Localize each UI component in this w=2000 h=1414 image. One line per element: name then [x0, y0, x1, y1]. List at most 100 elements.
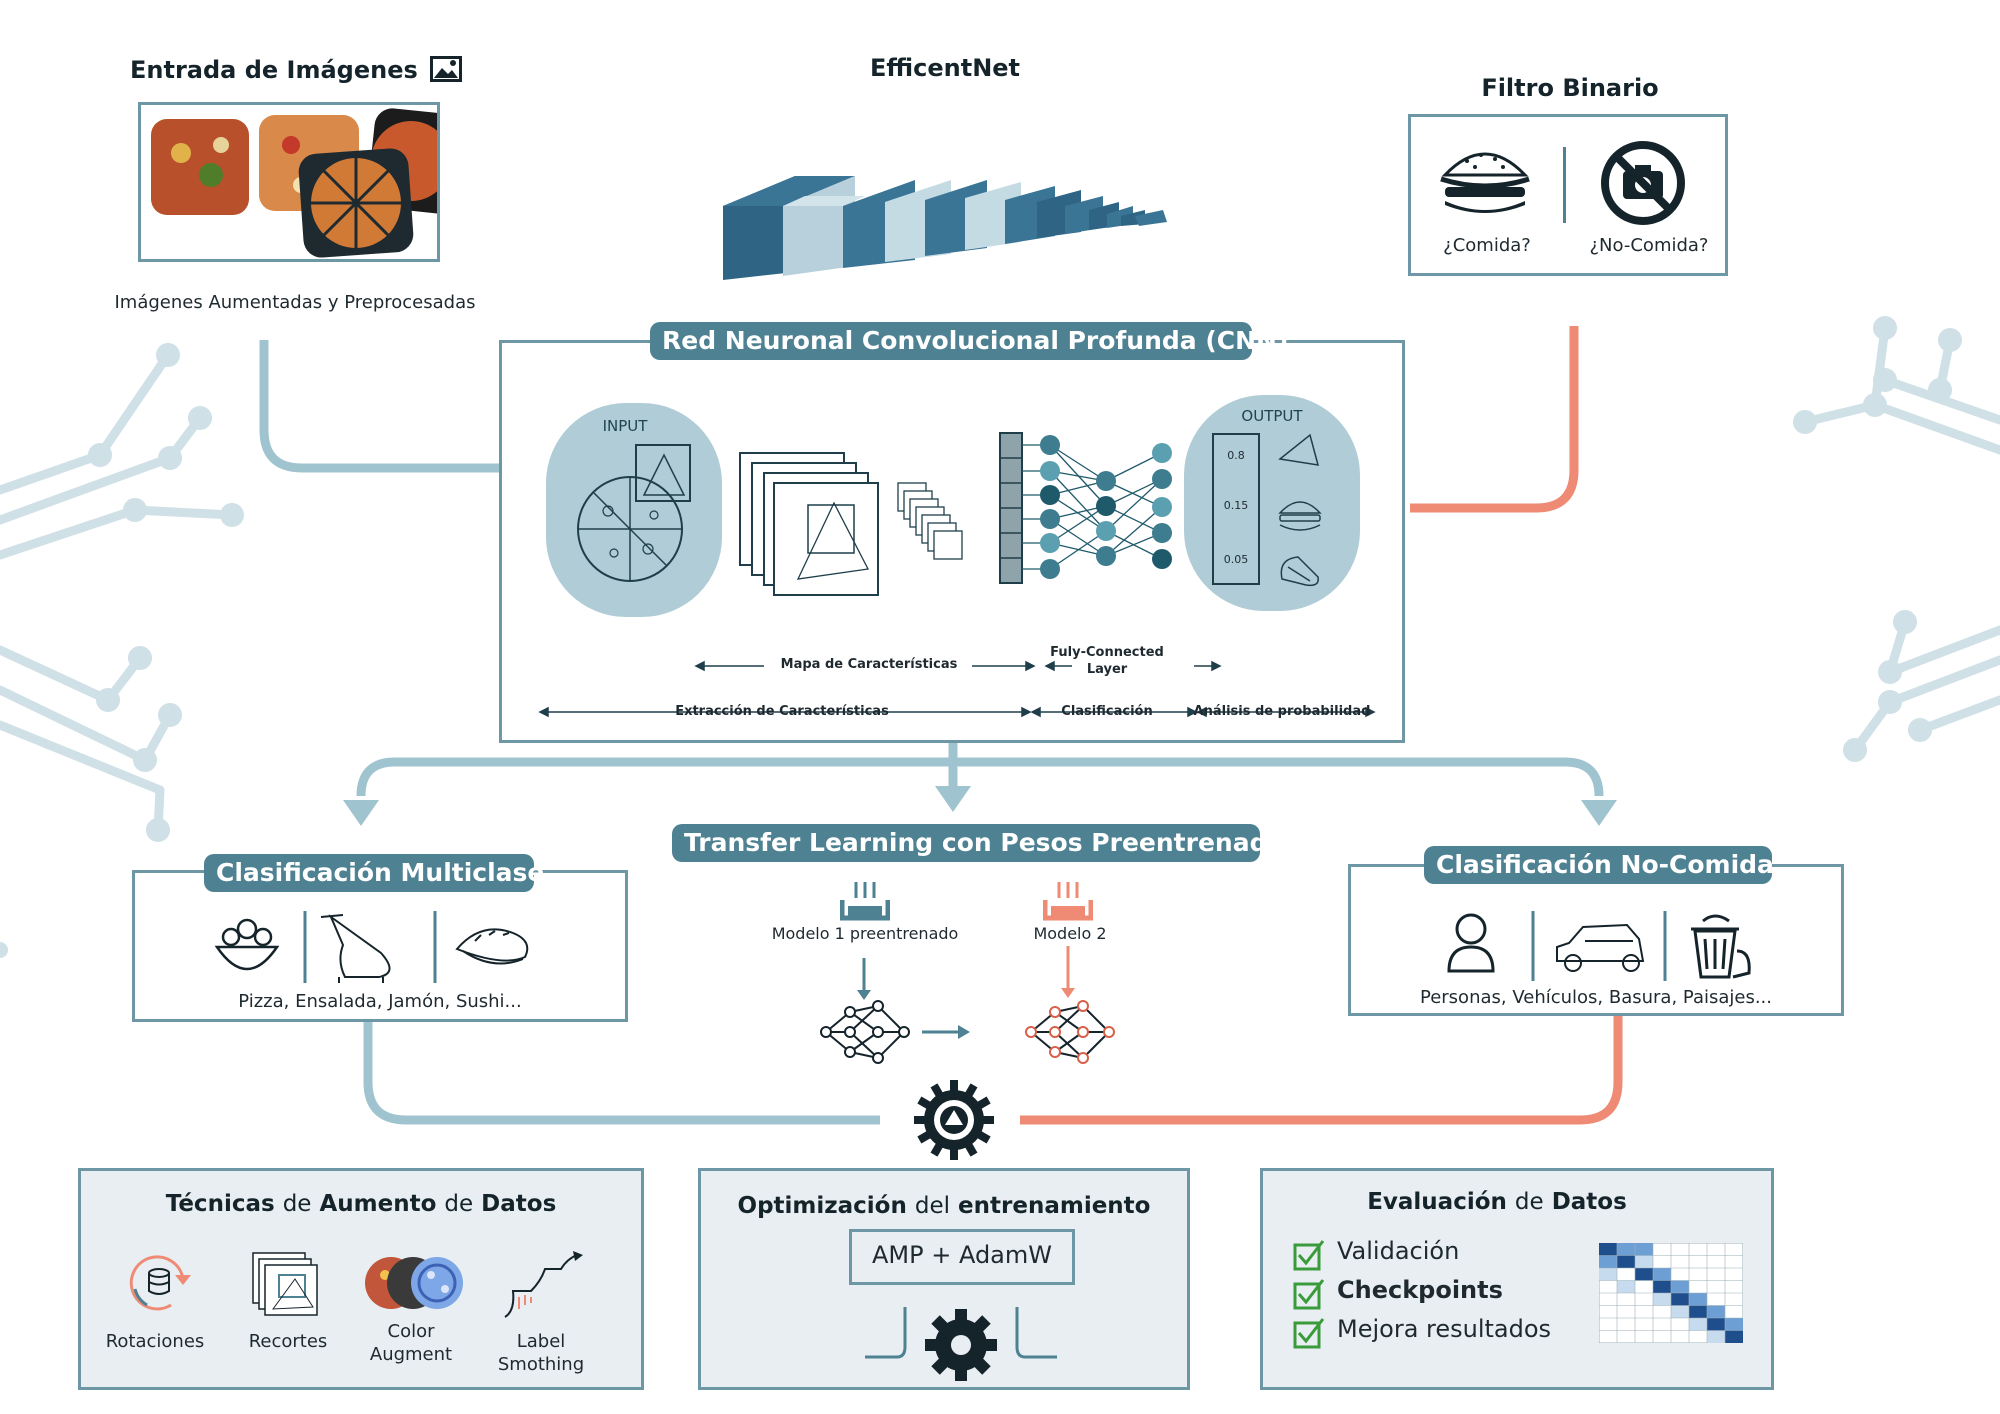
multiclass-box: Pizza, Ensalada, Jamón, Sushi...	[132, 870, 628, 1022]
feature-map-label: Mapa de Características	[780, 657, 958, 672]
confusion-matrix-icon	[1599, 1243, 1743, 1343]
optimization-title: Optimización del entrenamiento	[701, 1193, 1187, 1219]
crop-icon	[252, 1252, 318, 1316]
nonfood-icons	[1447, 911, 1751, 981]
aug-rotations-label: Rotaciones	[105, 1331, 205, 1352]
augmentation-title-part1: Técnicas	[165, 1191, 275, 1217]
cnn-input-blob: INPUT	[546, 403, 722, 617]
filter-box: ¿Comida? ¿No-Comida?	[1408, 114, 1728, 276]
input-images-box	[138, 102, 465, 262]
evaluation-title-part2: de	[1514, 1189, 1544, 1215]
augmentation-title-part5: Datos	[481, 1191, 557, 1217]
central-gear-icon	[914, 1080, 994, 1160]
label-smoothing-icon	[504, 1251, 583, 1318]
optimization-panel: Optimización del entrenamiento AMP + Ada…	[698, 1168, 1190, 1390]
aug-crops-label: Recortes	[248, 1331, 328, 1352]
cnn-stage-arrows	[538, 660, 1376, 718]
classification-label: Clasificación	[1061, 704, 1153, 719]
eval-validation: Validación	[1337, 1237, 1460, 1265]
check-icons	[1293, 1240, 1325, 1349]
rotation-icon	[129, 1255, 191, 1311]
multiclass-icons	[214, 911, 529, 983]
transfer-arrows	[862, 958, 960, 1034]
nonfood-title: Clasificación No-Comida	[1424, 846, 1774, 884]
optimization-gear-icon	[865, 1307, 1057, 1381]
optimization-title-part2: del	[914, 1193, 951, 1219]
pizza-sketch-icon	[577, 444, 691, 582]
model2-label: Modelo 2	[1033, 924, 1107, 943]
efficientnet-blocks	[723, 176, 1167, 280]
nonfood-box: Personas, Vehículos, Basura, Paisajes...	[1348, 864, 1844, 1016]
augmentation-panel: Técnicas de Aumento de Datos Rotaciones …	[78, 1168, 644, 1390]
efficientnet-title: EfficentNet	[869, 54, 1021, 82]
multiclass-title: Clasificación Multiclase	[204, 854, 544, 892]
filter-title: Filtro Binario	[1481, 74, 1659, 102]
amp-adamw-box: AMP + AdamW	[849, 1229, 1075, 1285]
color-augment-icon	[365, 1257, 463, 1309]
probability-2: 0.15	[1223, 499, 1249, 512]
fc-label-line2: Layer	[1086, 662, 1128, 677]
transfer-arrow-head-mid	[958, 1025, 970, 1039]
connector-multiclass-to-gear	[363, 1022, 880, 1125]
multiclass-caption: Pizza, Ensalada, Jamón, Sushi...	[238, 991, 522, 1012]
circuit-nodes-left	[0, 343, 244, 958]
augmentation-title-part2: de	[282, 1191, 312, 1217]
probability-column	[1212, 433, 1260, 585]
augmentation-title-part4: de	[444, 1191, 474, 1217]
circuit-decoration-right	[1800, 323, 2000, 755]
circuit-nodes-right	[1793, 316, 1962, 762]
feature-maps-icon	[739, 452, 963, 596]
optimization-title-part1: Optimización	[737, 1193, 907, 1219]
model1-label: Modelo 1 preentrenado	[771, 924, 959, 943]
fc-label-line1: Fuly-Connected	[1050, 645, 1164, 660]
person-icon	[1447, 913, 1495, 973]
burger-icon	[1440, 152, 1530, 213]
model1-network-icon	[820, 1000, 910, 1064]
output-food-icons	[1278, 433, 1322, 587]
augmentation-title: Técnicas de Aumento de Datos	[81, 1191, 641, 1217]
connector-input-to-cnn	[259, 340, 502, 473]
aug-color-label-2: Augment	[369, 1344, 453, 1365]
nofood-label: ¿No-Comida?	[1589, 235, 1709, 256]
connector-cnn-branches	[356, 742, 1604, 797]
car-icon	[1556, 923, 1645, 972]
model2-network-icon	[1025, 1000, 1115, 1064]
input-title-row: Entrada de Imágenes	[130, 56, 463, 84]
food-label: ¿Comida?	[1443, 235, 1531, 256]
augmentation-title-part3: Aumento	[319, 1191, 437, 1217]
nonfood-caption: Personas, Vehículos, Basura, Paisajes...	[1419, 987, 1773, 1008]
aug-label-label-2: Smothing	[497, 1354, 585, 1375]
evaluation-title-part1: Evaluación	[1367, 1189, 1507, 1215]
connector-nonfood-to-gear	[1020, 1016, 1623, 1125]
no-photo-icon	[1601, 141, 1685, 225]
evaluation-title-part3: Datos	[1551, 1189, 1627, 1215]
filter-divider	[1563, 147, 1566, 223]
extraction-label: Extracción de Características	[675, 704, 889, 719]
probability-label: Análisis de probabilidad	[1193, 704, 1371, 719]
cnn-output-blob: OUTPUT 0.8 0.15 0.05	[1184, 395, 1360, 611]
probability-3: 0.05	[1223, 553, 1249, 566]
branch-arrowheads	[343, 786, 1617, 826]
aug-label-label-1: Label	[516, 1331, 566, 1352]
ham-icon	[320, 914, 391, 983]
eval-checkpoints: Checkpoints	[1337, 1276, 1503, 1304]
evaluation-panel: Evaluación de Datos Validación Checkpoin…	[1260, 1168, 1774, 1390]
salad-icon	[214, 918, 280, 971]
fully-connected-network	[999, 432, 1172, 584]
cnn-input-label: INPUT	[602, 417, 648, 435]
cnn-output-label: OUTPUT	[1241, 407, 1303, 425]
aug-color-label-1: Color	[387, 1321, 435, 1342]
transfer-arrow-head-1	[857, 990, 871, 1000]
input-title: Entrada de Imágenes	[130, 56, 418, 84]
sushi-icon	[455, 928, 529, 965]
evaluation-title: Evaluación de Datos	[1263, 1189, 1731, 1215]
transfer-arrow-head-2	[1061, 988, 1075, 998]
image-icon	[430, 56, 463, 82]
trash-icon	[1691, 914, 1751, 979]
circuit-decoration-left	[0, 350, 237, 835]
eval-improvement: Mejora resultados	[1337, 1315, 1552, 1343]
optimization-title-part3: entrenamiento	[958, 1193, 1151, 1219]
cnn-title: Red Neuronal Convolucional Profunda (CNN…	[650, 322, 1288, 360]
transfer-title: Transfer Learning con Pesos Preentrenado…	[672, 824, 1300, 862]
